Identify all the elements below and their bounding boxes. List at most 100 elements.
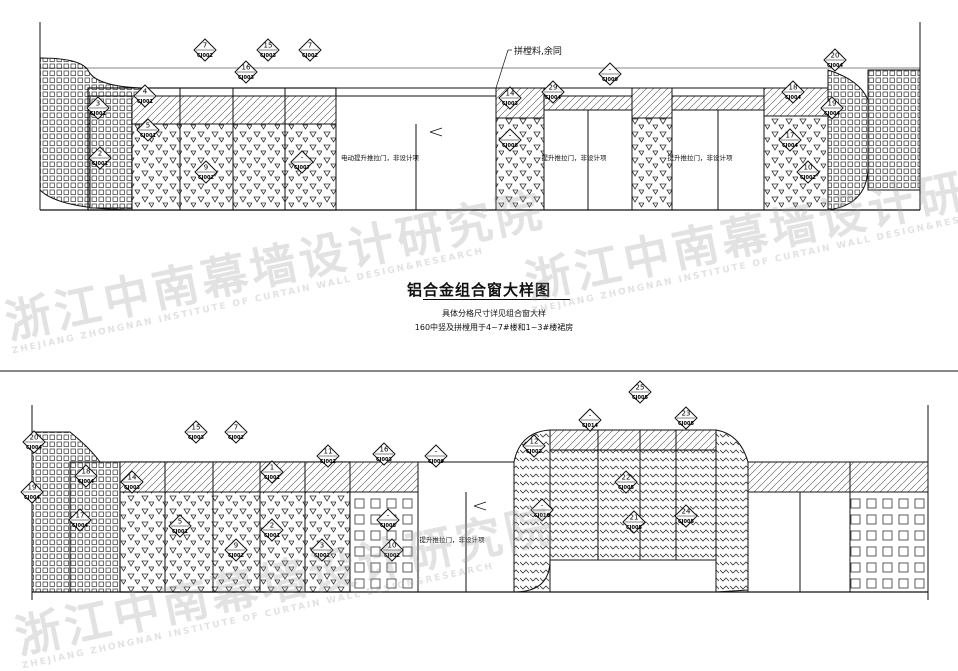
tag-number: 9 <box>234 542 238 550</box>
door-label: 提升推拉门，非设计项 <box>542 153 608 162</box>
tag-code: CJ002 <box>526 449 542 455</box>
curved-bay-right <box>827 69 869 211</box>
elevation-top <box>39 22 921 211</box>
tag-code: CJ004 <box>824 111 840 117</box>
tag-number: 14 <box>128 474 137 482</box>
tag-number: - <box>609 66 612 74</box>
tag-number: 3 <box>320 542 324 550</box>
section-tag: - CJ009 <box>598 62 622 86</box>
section-tag: -CJ007 <box>290 150 314 174</box>
tag-number: 22 <box>622 474 631 482</box>
tag-code: CJ002 <box>302 53 318 59</box>
section-tag: -CJ008 <box>376 508 400 532</box>
section-tag: -CJ008 <box>498 128 522 152</box>
tag-number: 12 <box>530 438 539 446</box>
tag-number: 7 <box>308 42 312 50</box>
tag-number: - <box>589 412 592 420</box>
elevation-bottom <box>31 405 929 600</box>
tag-code: CJ001 <box>264 475 280 481</box>
section-tags: 7CJ00215CJ0037CJ00216CJ0034CJ0013CJ0015C… <box>20 38 847 562</box>
tag-code: CJ001 <box>90 111 106 117</box>
tag-number: - <box>435 448 438 456</box>
tag-number: 2 <box>270 522 274 530</box>
tag-number: 5 <box>178 518 182 526</box>
tag-code: CJ008 <box>380 523 396 529</box>
tag-number: 1 <box>270 464 274 472</box>
tag-code: CJ002 <box>228 553 244 559</box>
tag-number: 18 <box>82 468 91 476</box>
tag-code: CJ005 <box>678 519 694 525</box>
tag-code: CJ004 <box>24 495 40 501</box>
tag-code: CJ001 <box>140 133 156 139</box>
tag-number: 25 <box>636 384 645 392</box>
tag-number: 18 <box>789 84 798 92</box>
tag-number: - <box>541 502 544 510</box>
door-label: 电动提升推拉门，非设计项 <box>341 153 420 162</box>
tag-code: CJ005 <box>626 525 642 531</box>
tag-code: CJ004 <box>78 479 94 485</box>
tag-code: CJ004 <box>782 143 798 149</box>
tag-number: 11 <box>324 448 333 456</box>
tag-number: 7 <box>203 42 207 50</box>
section-tag: -CJ009 <box>424 444 448 468</box>
tag-code: CJ007 <box>294 165 310 171</box>
tag-code: CJ005 <box>632 395 648 401</box>
tag-number: 15 <box>264 42 273 50</box>
tag-number: 10 <box>804 164 813 172</box>
tag-number: 3 <box>96 100 100 108</box>
tag-number: 23 <box>682 410 691 418</box>
tag-number: 7 <box>234 424 238 432</box>
tag-code: CJ003 <box>124 485 140 491</box>
tag-code: CJ003 <box>502 101 518 107</box>
tag-code: CJ009 <box>602 77 618 83</box>
tag-number: 14 <box>506 90 515 98</box>
tag-number: 24 <box>682 508 691 516</box>
tag-code: CJ003 <box>238 75 254 81</box>
tag-code: CJ010 <box>534 513 550 519</box>
drawing-note: 具体分格尺寸详见组合窗大样 <box>442 309 546 318</box>
door-label: 提升推拉门，非设计项 <box>420 535 486 544</box>
title-underline <box>423 299 570 300</box>
tag-code: CJ002 <box>198 175 214 181</box>
tag-code: CJ002 <box>800 175 816 181</box>
tag-code: CJ005 <box>678 421 694 427</box>
tag-number: - <box>509 132 512 140</box>
tag-code: CJ001 <box>172 529 188 535</box>
tag-code: CJ004 <box>26 445 42 451</box>
tag-code: CJ004 <box>785 95 801 101</box>
tag-number: 29 <box>549 84 558 92</box>
tag-number: 20 <box>30 434 39 442</box>
tag-code: CJ002 <box>197 53 213 59</box>
tag-number: 10 <box>388 542 397 550</box>
tag-code: CJ014 <box>582 423 598 429</box>
drawing-note: 160中竖及拼樘用于4~7#楼和1~3#楼裙房 <box>414 323 574 332</box>
